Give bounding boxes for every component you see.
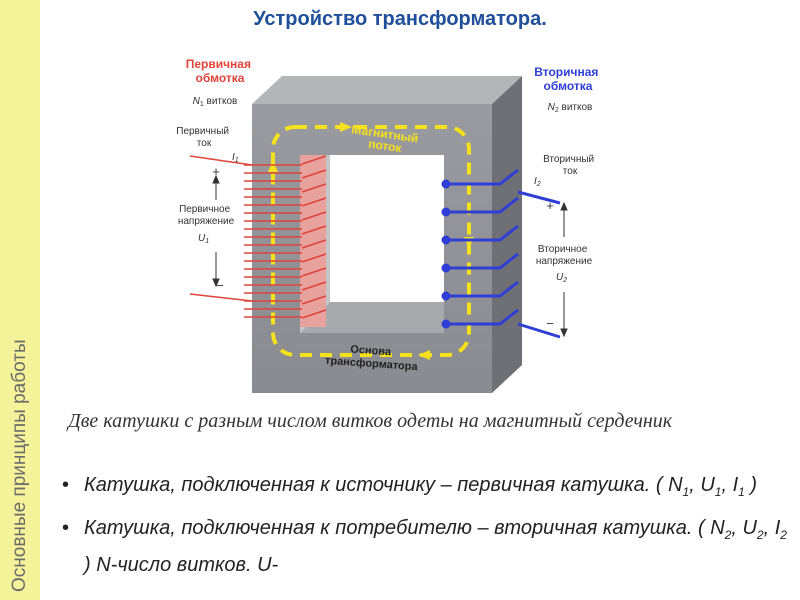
- bullet-item-secondary: •Катушка, подключенная к потребителю – в…: [58, 513, 788, 580]
- secondary-plus: +: [546, 198, 554, 213]
- secondary-minus: −: [546, 316, 554, 331]
- primary-voltage-symbol: U1: [198, 233, 209, 245]
- secondary-voltage-arrows: [560, 201, 568, 338]
- secondary-voltage-symbol: U2: [556, 272, 567, 284]
- primary-plus: +: [212, 164, 220, 179]
- transformer-diagram: Первичная обмотка N1 витков Первичный то…: [176, 57, 602, 393]
- secondary-current-label: Вторичный ток: [543, 154, 597, 177]
- primary-current-symbol: I1: [232, 152, 239, 164]
- page-title: Устройство трансформатора.: [253, 8, 547, 30]
- primary-winding: [189, 155, 327, 327]
- primary-voltage-arrows: [212, 174, 220, 288]
- caption: Две катушки с разным числом витков одеты…: [68, 410, 673, 432]
- primary-winding-label: Первичная обмотка: [186, 57, 255, 85]
- secondary-winding: [441, 168, 561, 339]
- flux-arrow-top: [340, 122, 352, 132]
- bullet-item-primary: •Катушка, подключенная к источнику – пер…: [58, 470, 788, 507]
- sidebar-title: Основные принципы работы: [9, 339, 30, 592]
- bullet-dot: •: [62, 517, 70, 539]
- sidebar: Основные принципы работы: [0, 0, 40, 600]
- magnetic-flux-path: [271, 125, 471, 357]
- secondary-voltage-label: Вторичное напряжение: [536, 244, 593, 267]
- flux-arrow-bottom: [418, 350, 430, 360]
- primary-current-label: Первичный ток: [176, 126, 232, 149]
- flux-arrow-left: [268, 160, 278, 172]
- bullet-dot: •: [62, 474, 70, 496]
- secondary-current-symbol: I2: [534, 176, 541, 188]
- primary-turns-label: N1 витков: [193, 96, 238, 108]
- primary-minus: −: [216, 278, 224, 293]
- secondary-turns-label: N2 витков: [548, 102, 593, 114]
- primary-voltage-label: Первичное напряжение: [178, 204, 235, 227]
- secondary-winding-label: Вторичная обмотка: [534, 65, 602, 93]
- bullet-list: •Катушка, подключенная к источнику – пер…: [58, 470, 788, 586]
